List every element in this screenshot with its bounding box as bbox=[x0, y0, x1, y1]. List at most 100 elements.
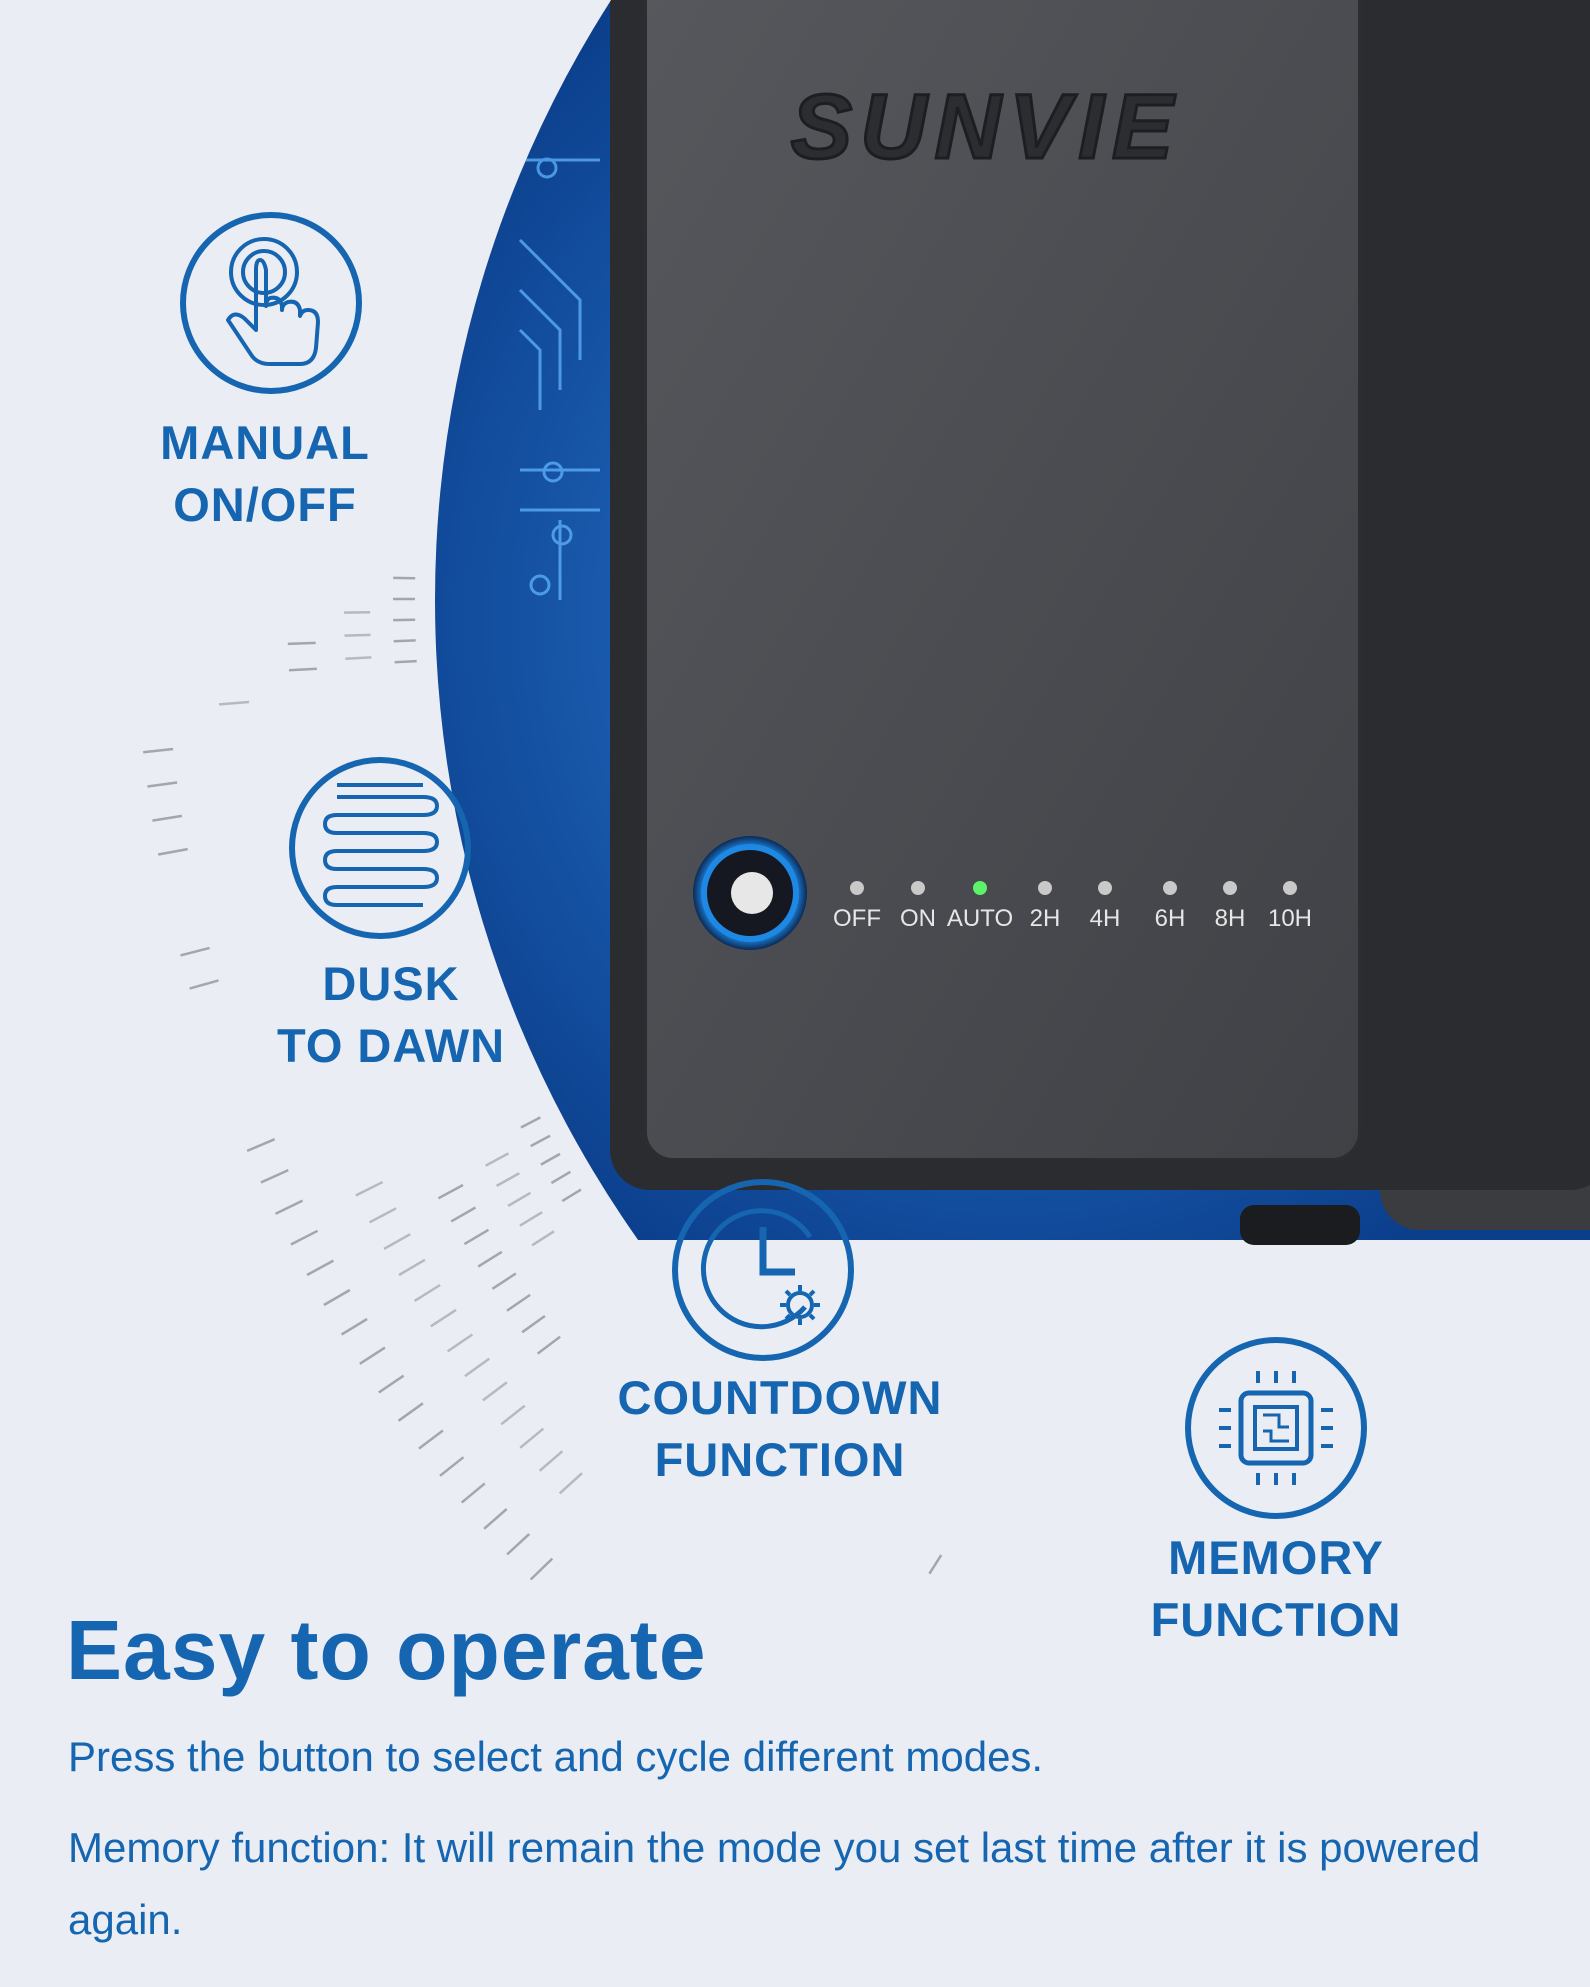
decorative-tick bbox=[507, 1191, 532, 1207]
decorative-tick bbox=[290, 1229, 319, 1246]
decorative-tick bbox=[483, 1508, 508, 1530]
decorative-tick bbox=[152, 814, 183, 822]
decorative-tick bbox=[393, 639, 416, 643]
circuit-traces bbox=[518, 157, 600, 600]
decorative-tick bbox=[288, 667, 317, 672]
decorative-tick bbox=[246, 1138, 276, 1153]
decorative-tick bbox=[519, 1427, 545, 1449]
decorative-tick bbox=[529, 1557, 554, 1581]
decorative-tick bbox=[345, 656, 372, 660]
decorative-tick bbox=[530, 1134, 551, 1148]
decorative-tick bbox=[491, 1272, 517, 1290]
indicator-light-6h bbox=[1163, 881, 1177, 895]
decorative-tick bbox=[464, 1357, 491, 1378]
feature-dusk-line1: DUSK bbox=[322, 957, 460, 1010]
indicator-label-4h: 4H bbox=[1090, 905, 1121, 932]
decorative-tick bbox=[495, 1172, 520, 1187]
chip-icon bbox=[1185, 1337, 1367, 1519]
indicator-light-4h bbox=[1098, 881, 1112, 895]
decorative-tick bbox=[446, 1333, 474, 1353]
indicator-light-off bbox=[850, 881, 864, 895]
decorative-tick bbox=[561, 1188, 582, 1203]
feature-dusk bbox=[287, 755, 473, 946]
hand-press-icon bbox=[180, 212, 362, 394]
decorative-tick bbox=[928, 1554, 943, 1575]
feature-countdown-line2: FUNCTION bbox=[654, 1433, 906, 1486]
decorative-tick bbox=[506, 1293, 531, 1312]
decorative-tick bbox=[260, 1168, 289, 1184]
decorative-tick bbox=[383, 1233, 411, 1250]
decorative-tick bbox=[520, 1116, 541, 1129]
mode-button[interactable] bbox=[731, 872, 773, 914]
decorative-tick bbox=[413, 1283, 441, 1302]
decorative-tick bbox=[558, 1472, 583, 1495]
decorative-tick bbox=[218, 700, 250, 706]
indicator-label-off: OFF bbox=[833, 905, 881, 932]
feature-dusk-line2: TO DAWN bbox=[276, 1019, 506, 1072]
decorative-tick bbox=[189, 979, 219, 990]
decorative-tick bbox=[180, 946, 210, 957]
decorative-tick bbox=[439, 1456, 465, 1477]
decorative-tick bbox=[323, 1288, 351, 1307]
decorative-tick bbox=[306, 1259, 334, 1277]
decorative-tick bbox=[143, 747, 174, 754]
decorative-tick bbox=[430, 1308, 457, 1328]
decorative-tick bbox=[531, 1230, 555, 1247]
indicator-label-8h: 8H bbox=[1215, 905, 1246, 932]
decorative-tick bbox=[536, 1335, 561, 1355]
decorative-tick bbox=[287, 641, 316, 646]
body-text-1: Press the button to select and cycle dif… bbox=[68, 1733, 1044, 1780]
indicator-light-10h bbox=[1283, 881, 1297, 895]
indicator-label-2h: 2H bbox=[1030, 905, 1061, 932]
decorative-tick bbox=[418, 1429, 444, 1450]
decorative-tick bbox=[550, 1170, 572, 1185]
feature-manual bbox=[178, 210, 364, 401]
feature-manual-line2: ON/OFF bbox=[173, 478, 357, 531]
decorative-tick bbox=[540, 1152, 561, 1166]
decorative-tick bbox=[369, 1207, 397, 1224]
decorative-tick bbox=[344, 633, 371, 637]
decorative-tick bbox=[340, 1317, 368, 1336]
decorative-tick bbox=[437, 1183, 464, 1200]
decorative-tick bbox=[394, 659, 417, 664]
brand-logo: SUNVIE bbox=[791, 76, 1182, 178]
decorative-tick bbox=[355, 1180, 384, 1197]
page-headline: Easy to operate bbox=[66, 1603, 707, 1697]
decorative-tick bbox=[378, 1374, 405, 1394]
feature-manual-line1: MANUAL bbox=[160, 416, 370, 469]
feature-memory-line2: FUNCTION bbox=[1150, 1593, 1402, 1646]
device-cable bbox=[1240, 1205, 1360, 1245]
decorative-tick bbox=[397, 1402, 424, 1422]
feature-countdown-label: COUNTDOWN FUNCTION bbox=[600, 1367, 960, 1491]
indicator-label-10h: 10H bbox=[1268, 905, 1312, 932]
decorative-tick bbox=[521, 1314, 546, 1334]
indicator-light-auto bbox=[973, 881, 987, 895]
indicator-label-on: ON bbox=[900, 905, 936, 932]
indicator-label-auto: AUTO bbox=[947, 905, 1013, 932]
device-face bbox=[643, 0, 1362, 1162]
feature-memory-label: MEMORY FUNCTION bbox=[1135, 1527, 1417, 1651]
feature-countdown-line1: COUNTDOWN bbox=[617, 1371, 943, 1424]
body-text-2: Memory function: It will remain the mode… bbox=[68, 1824, 1481, 1943]
decorative-tick bbox=[519, 1211, 543, 1227]
decorative-tick bbox=[538, 1450, 564, 1472]
clock-gear-icon bbox=[672, 1179, 854, 1361]
decorative-tick bbox=[450, 1206, 477, 1223]
decorative-tick bbox=[157, 847, 188, 856]
indicator-light-on bbox=[911, 881, 925, 895]
decorative-tick bbox=[506, 1533, 531, 1556]
feature-memory-line1: MEMORY bbox=[1168, 1531, 1384, 1584]
feature-countdown bbox=[670, 1177, 856, 1368]
decorative-tick bbox=[482, 1381, 508, 1402]
decorative-tick bbox=[147, 781, 178, 788]
decorative-tick bbox=[463, 1228, 490, 1246]
decorative-tick bbox=[477, 1250, 503, 1268]
decorative-tick bbox=[460, 1482, 486, 1504]
feature-manual-label: MANUAL ON/OFF bbox=[124, 412, 406, 536]
decorative-tick bbox=[485, 1152, 510, 1167]
indicator-light-8h bbox=[1223, 881, 1237, 895]
dusk-to-dawn-icon bbox=[289, 757, 471, 939]
decorative-tick bbox=[359, 1346, 386, 1365]
decorative-tick bbox=[275, 1199, 304, 1215]
